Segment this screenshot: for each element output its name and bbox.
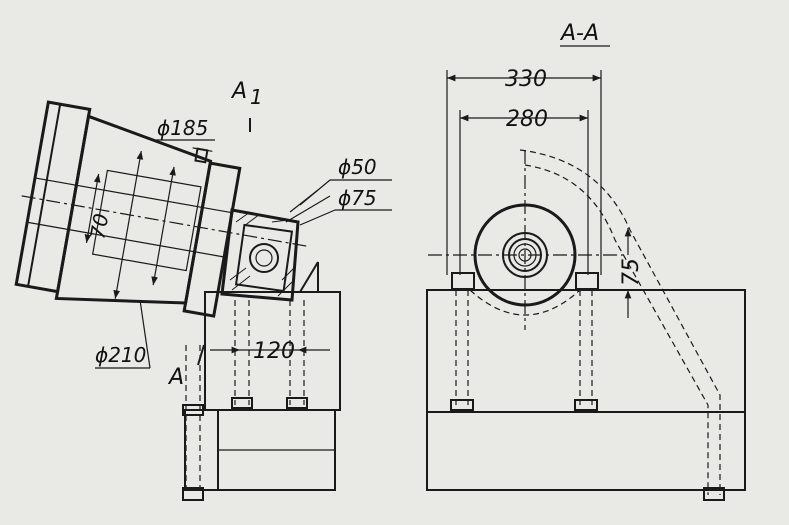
dim-70-label: 70 (85, 212, 113, 241)
section-cut-line (197, 344, 205, 366)
motor-housing (14, 100, 308, 318)
pillow-block (428, 150, 625, 330)
dim-phi75-label: ϕ75 (338, 186, 377, 210)
bearing-housing (220, 189, 331, 302)
dim-280-label: 280 (506, 107, 548, 132)
base-stand (184, 261, 341, 491)
section-view-aa (426, 45, 746, 501)
left-view (14, 100, 392, 501)
dim-120-label: 120 (253, 339, 295, 364)
dim-phi185-label: ϕ185 (157, 116, 208, 140)
lube-pipe (519, 149, 725, 501)
section-view-title: A-A (559, 21, 599, 46)
base-block (426, 289, 746, 491)
section-marker-top: A (230, 79, 247, 104)
dim-phi210-label: ϕ210 (95, 343, 146, 367)
section-marker-bottom: A (167, 365, 184, 390)
dim-75-right-label: 75 (619, 258, 644, 286)
anchor-bolts-left (182, 300, 308, 501)
anchor-bolts-right (450, 290, 598, 411)
dim-phi50-label: ϕ50 (338, 155, 377, 179)
section-marker-top-sub: 1 (250, 85, 263, 109)
dim-330-label: 330 (505, 67, 547, 92)
